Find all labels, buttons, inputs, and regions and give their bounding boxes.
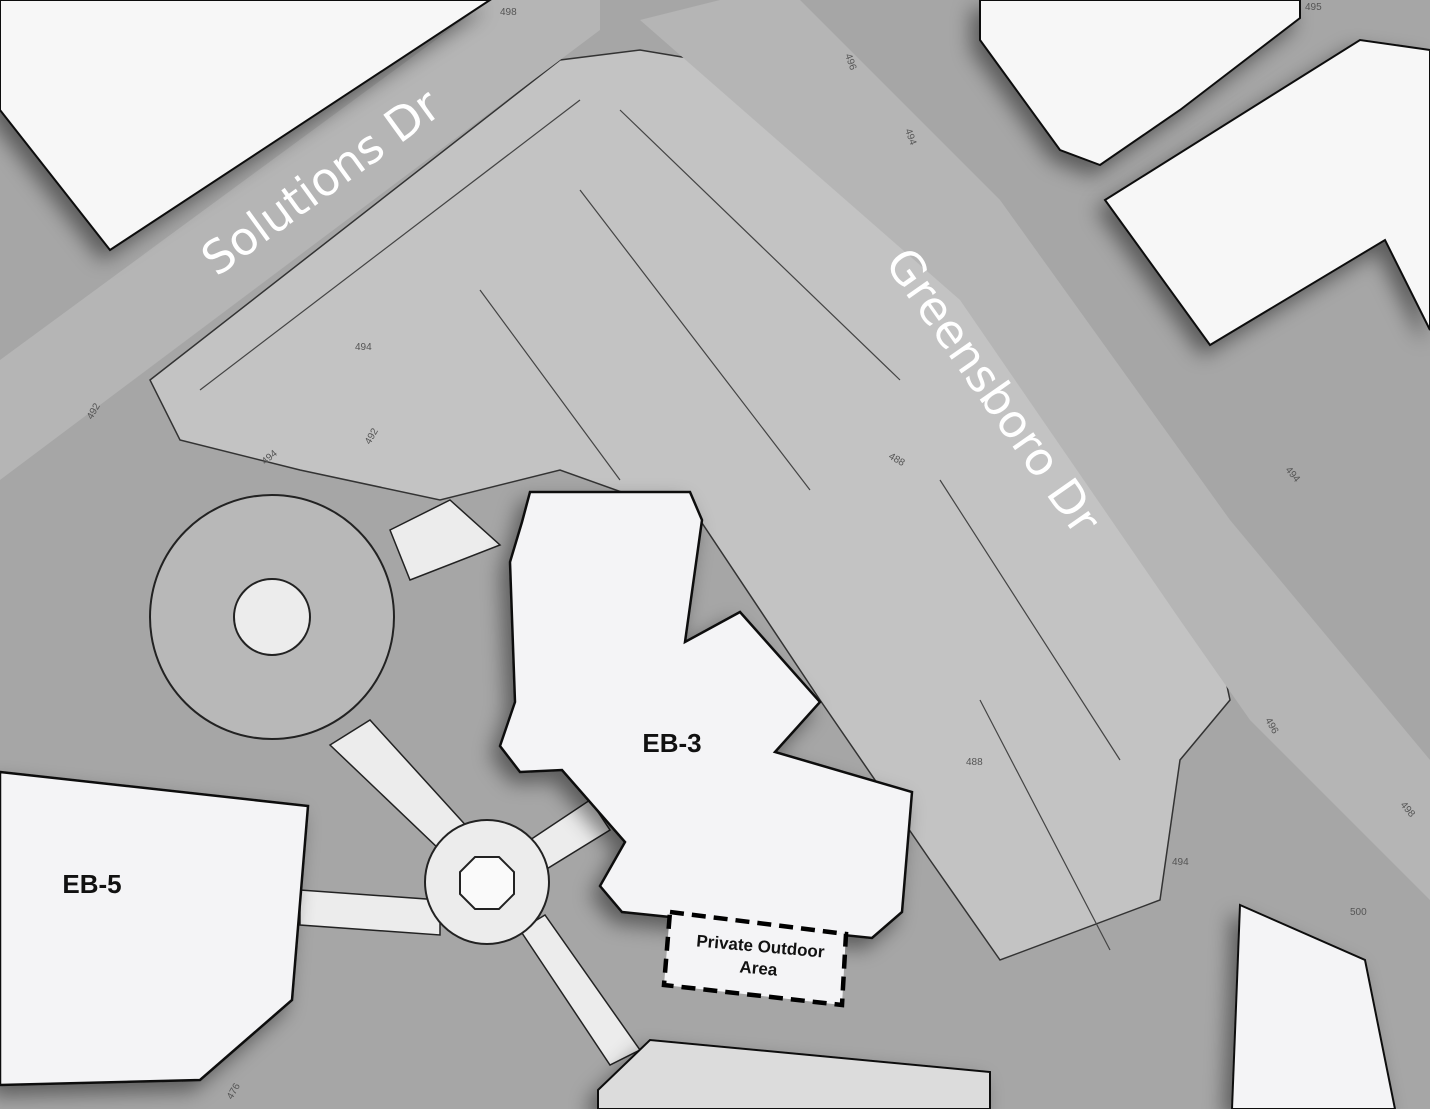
- private-outdoor-area-label-2: Area: [739, 957, 779, 979]
- contour-label: 495: [1305, 2, 1322, 13]
- private-outdoor-area: Private Outdoor Area: [661, 909, 849, 1008]
- building-eb5: [0, 770, 310, 1087]
- building-south: [597, 1038, 991, 1109]
- parking-stripes: [199, 99, 1121, 951]
- building-southeast: [1230, 903, 1397, 1109]
- octagon-feature: [459, 856, 515, 910]
- road-solutions-dr: [0, 0, 600, 480]
- building-eb3-label: EB-3: [642, 728, 701, 758]
- contour-label: 498: [500, 7, 517, 18]
- contour-label: 488: [966, 757, 983, 768]
- roundabout-center: [233, 578, 311, 656]
- offsite-area-nw: [0, 0, 492, 252]
- contour-label: 494: [355, 342, 372, 353]
- offsite-area-ne-2: [1103, 38, 1430, 347]
- building-eb5-label: EB-5: [62, 869, 121, 899]
- road-greensboro-dr: [640, 0, 1430, 900]
- offsite-area-ne-1: [979, 0, 1301, 167]
- contour-label: 500: [1350, 907, 1367, 918]
- contour-label: 494: [1172, 857, 1189, 868]
